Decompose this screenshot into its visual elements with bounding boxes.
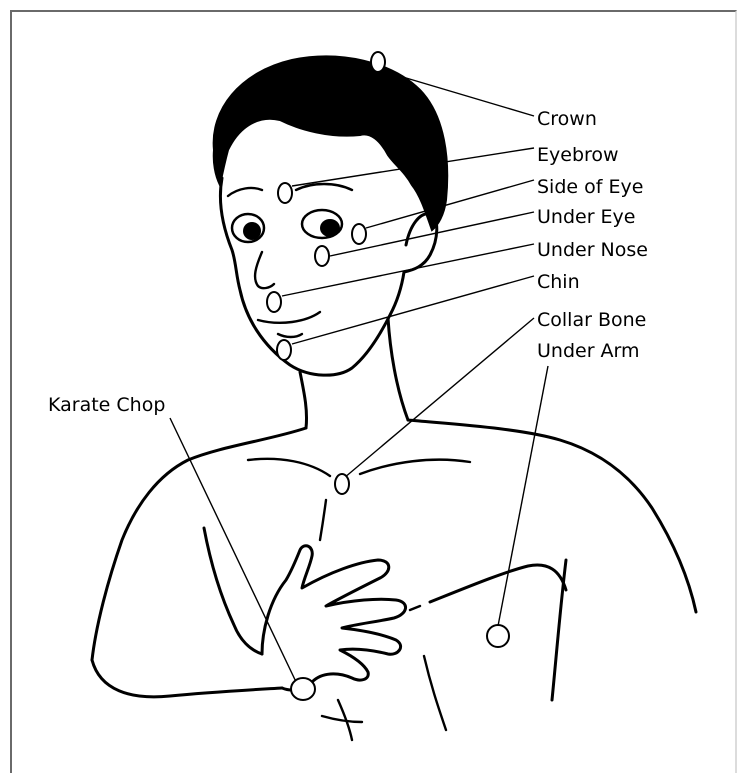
under-nose-label: Under Nose (537, 239, 648, 261)
right-clavicle (360, 460, 470, 474)
hand (262, 546, 406, 690)
left-inner-arm (92, 660, 282, 697)
chest-mark (410, 606, 420, 610)
left-shoulder-arm (92, 428, 306, 660)
leader-lines (170, 72, 548, 686)
side-of-eye-leader (366, 180, 534, 228)
nose (255, 252, 274, 288)
eyebrow-point (278, 183, 292, 203)
under-arm-point (487, 625, 509, 647)
right-pupil (320, 219, 340, 237)
left-clavicle (248, 459, 330, 476)
under-eye-point (315, 246, 329, 266)
right-eyebrow (296, 184, 352, 190)
karate-chop-point (291, 678, 315, 700)
lower-lip (278, 334, 302, 337)
chest-right (430, 565, 566, 602)
chin-point (277, 340, 291, 360)
side-of-eye-label: Side of Eye (537, 176, 643, 198)
side-of-eye-point (352, 224, 366, 244)
right-shoulder-arm (408, 420, 696, 612)
under-arm-leader (498, 366, 548, 626)
crown-point (371, 52, 385, 72)
neck-left (300, 372, 307, 428)
collar-bone-label: Collar Bone (537, 309, 646, 331)
karate-chop-label: Karate Chop (48, 394, 165, 416)
under-eye-label: Under Eye (537, 206, 636, 228)
collar-bone-leader (344, 318, 534, 478)
abdomen-right (424, 656, 446, 730)
under-arm-label: Under Arm (537, 340, 640, 362)
under-nose-point (267, 292, 281, 312)
abdomen-line (322, 716, 362, 722)
chin-label: Chin (537, 271, 580, 293)
left-pupil (243, 222, 261, 240)
crown-label: Crown (537, 108, 597, 130)
eyebrow-label: Eyebrow (537, 144, 619, 166)
hair (214, 57, 448, 230)
collar-bone-point (335, 474, 349, 494)
neck-right (388, 318, 408, 420)
mouth (258, 312, 320, 323)
sternum (320, 500, 326, 540)
left-eyebrow (228, 188, 262, 196)
right-torso (552, 560, 566, 700)
